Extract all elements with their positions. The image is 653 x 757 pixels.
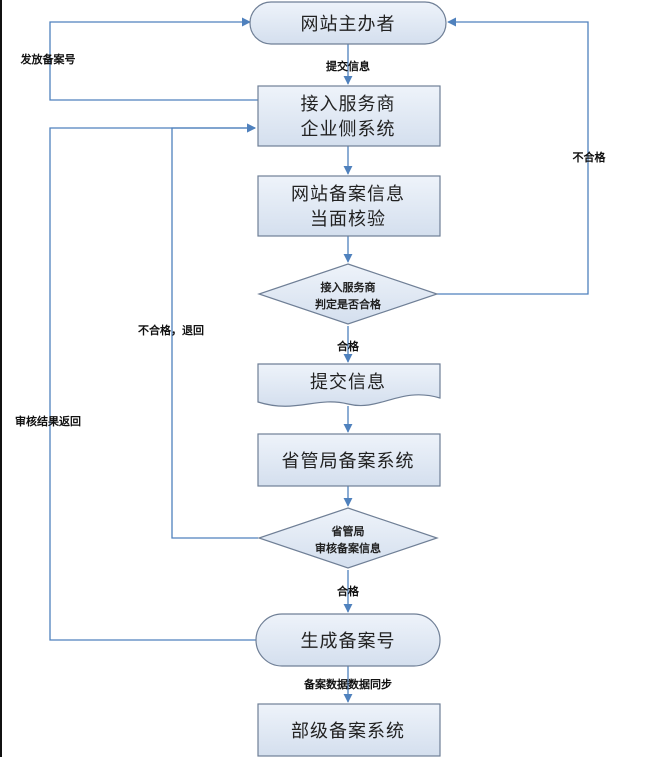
node-submit-label: 提交信息: [310, 372, 386, 393]
edge-label-sync: 备案数据数据同步: [303, 677, 392, 691]
edge-unqualified-right: [437, 17, 589, 295]
edge-label-issue-number: 发放备案号: [20, 52, 76, 66]
node-verify-shape: [257, 175, 441, 237]
node-prov-review-label-1: 省管局: [331, 524, 365, 538]
edge-label-unqualified-right: 不合格: [573, 150, 607, 164]
edge-issue-number: [49, 17, 258, 101]
edge-label-qualified-1: 合格: [337, 339, 360, 353]
node-isp-shape: [257, 85, 441, 147]
node-prov-review-shape: [257, 507, 439, 569]
node-submit-shape: [257, 363, 441, 407]
edge-label-unqualified-return: 不合格，退回: [138, 323, 204, 337]
node-generate-shape: [255, 613, 441, 667]
node-ministry-shape: [257, 703, 441, 757]
node-verify-label-2: 当面核验: [310, 209, 386, 230]
node-isp-label-1: 接入服务商: [301, 94, 396, 115]
node-isp-label-2: 企业侧系统: [301, 119, 396, 140]
node-verify-label-1: 网站备案信息: [291, 184, 405, 205]
edge-review-result-return: [49, 123, 258, 641]
node-isp-judge-label-2: 判定是否合格: [315, 297, 382, 311]
node-isp-judge-label-1: 接入服务商: [321, 280, 376, 294]
node-prov-review-label-2: 审核备案信息: [315, 541, 381, 555]
node-owner-shape: [249, 1, 447, 45]
node-owner-label: 网站主办者: [301, 14, 396, 35]
node-generate-label: 生成备案号: [301, 631, 396, 652]
edge-label-submit-info: 提交信息: [326, 59, 370, 73]
edge-label-qualified-2: 合格: [337, 584, 360, 598]
node-province-label: 省管局备案系统: [282, 451, 415, 472]
node-province-shape: [257, 433, 441, 487]
node-isp-judge-shape: [257, 263, 439, 325]
edge-label-review-result-return: 审核结果返回: [15, 414, 81, 428]
node-ministry-label: 部级备案系统: [291, 721, 405, 742]
